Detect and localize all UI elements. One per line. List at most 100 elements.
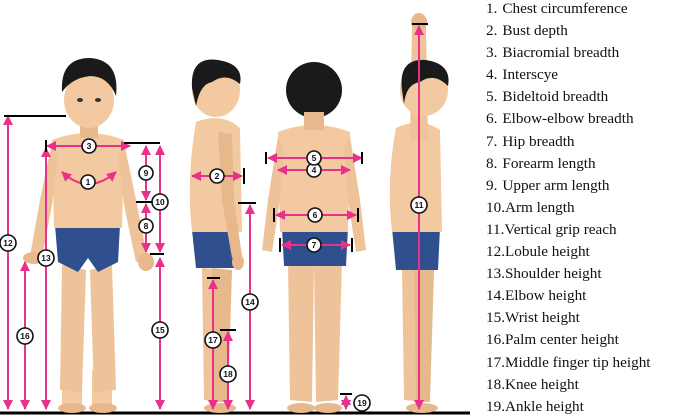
legend-label: Shoulder height	[504, 265, 602, 283]
svg-text:3: 3	[87, 141, 92, 151]
svg-text:12: 12	[3, 238, 13, 248]
marker-17: 17	[204, 331, 222, 349]
legend-number: 7.	[486, 132, 498, 150]
svg-text:9: 9	[144, 168, 149, 178]
legend-label: Bideltoid breadth	[502, 88, 609, 106]
legend-label: Wrist height	[504, 309, 580, 327]
svg-text:19: 19	[357, 398, 367, 408]
legend-label: Forearm length	[502, 154, 596, 172]
marker-7: 7	[306, 237, 322, 253]
marker-16: 16	[16, 327, 34, 345]
svg-text:14: 14	[245, 297, 255, 307]
marker-8: 8	[138, 218, 154, 234]
marker-12: 12	[0, 234, 17, 252]
marker-10: 10	[151, 193, 169, 211]
legend-item: 18.Knee height	[486, 374, 651, 396]
legend-number: 12.	[486, 243, 505, 261]
legend-number: 15.	[486, 309, 505, 327]
legend-label: Biacromial breadth	[502, 44, 620, 62]
marker-14: 14	[241, 293, 259, 311]
svg-text:17: 17	[208, 335, 218, 345]
legend-item: 10.Arm length	[486, 197, 651, 219]
legend-label: Bust depth	[502, 22, 568, 40]
marker-15: 15	[151, 321, 169, 339]
legend-item: 15.Wrist height	[486, 307, 651, 329]
child-back-figure	[262, 62, 366, 413]
legend-item: 7.Hip breadth	[486, 131, 651, 153]
legend-item: 12.Lobule height	[486, 241, 651, 263]
legend-item: 17.Middle finger tip height	[486, 352, 651, 374]
legend-label: Ankle height	[504, 397, 584, 415]
marker-13: 13	[37, 249, 55, 267]
legend-item: 14.Elbow height	[486, 285, 651, 307]
marker-19: 19	[353, 394, 371, 412]
legend-item: 4.Interscye	[486, 64, 651, 86]
legend-label: Upper arm length	[502, 176, 610, 194]
svg-text:7: 7	[312, 240, 317, 250]
legend-item: 6.Elbow-elbow breadth	[486, 108, 651, 130]
legend-number: 1.	[486, 0, 498, 17]
svg-text:11: 11	[415, 200, 424, 210]
legend-item: 11.Vertical grip reach	[486, 219, 651, 241]
legend-number: 2.	[486, 22, 498, 40]
legend-number: 18.	[486, 375, 505, 393]
legend-number: 17.	[486, 353, 505, 371]
marker-4: 4	[306, 162, 322, 178]
marker-2: 2	[209, 168, 225, 184]
svg-text:18: 18	[223, 369, 233, 379]
marker-5: 5	[306, 150, 322, 166]
legend-number: 13.	[486, 265, 505, 283]
legend-label: Lobule height	[504, 243, 590, 261]
svg-text:4: 4	[312, 165, 317, 175]
marker-11: 11	[410, 196, 428, 214]
marker-9: 9	[138, 165, 154, 181]
legend-number: 9.	[486, 176, 498, 194]
legend-number: 10.	[486, 198, 505, 216]
legend-label: Vertical grip reach	[504, 220, 617, 238]
child-front-figure	[23, 58, 154, 413]
marker-18: 18	[219, 365, 237, 383]
anthropometry-figure: 1 2 3 4 5 6 7 8 9 10 11 12 13 14 15 16 1…	[0, 13, 470, 415]
marker-6: 6	[307, 207, 323, 223]
legend-item: 2.Bust depth	[486, 20, 651, 42]
legend-item: 3.Biacromial breadth	[486, 42, 651, 64]
legend-number: 6.	[486, 110, 498, 128]
svg-text:8: 8	[144, 221, 149, 231]
svg-text:2: 2	[215, 171, 220, 181]
marker-1: 1	[80, 174, 96, 190]
legend-label: Palm center height	[504, 331, 619, 349]
legend-number: 11.	[486, 220, 505, 238]
legend-number: 14.	[486, 287, 505, 305]
svg-text:13: 13	[41, 253, 51, 263]
legend-number: 16.	[486, 331, 505, 349]
legend-label: Middle finger tip height	[504, 353, 651, 371]
legend-label: Arm length	[504, 198, 575, 216]
legend-item: 13.Shoulder height	[486, 263, 651, 285]
legend-number: 3.	[486, 44, 498, 62]
legend-number: 5.	[486, 88, 498, 106]
legend-item: 5.Bideltoid breadth	[486, 86, 651, 108]
svg-text:16: 16	[20, 331, 30, 341]
legend-item: 8.Forearm length	[486, 153, 651, 175]
legend-label: Chest circumference	[502, 0, 628, 17]
svg-text:5: 5	[312, 153, 317, 163]
legend-number: 19.	[486, 397, 505, 415]
legend-label: Knee height	[504, 375, 579, 393]
legend-label: Hip breadth	[502, 132, 575, 150]
legend-number: 4.	[486, 66, 498, 84]
legend-label: Elbow-elbow breadth	[502, 110, 634, 128]
svg-text:10: 10	[155, 197, 165, 207]
legend-item: 16.Palm center height	[486, 329, 651, 351]
svg-text:6: 6	[313, 210, 318, 220]
measurement-legend: 1.Chest circumference 2.Bust depth 3.Bia…	[486, 0, 651, 418]
child-side-figure	[189, 59, 244, 413]
legend-label: Interscye	[502, 66, 559, 84]
svg-text:1: 1	[86, 177, 91, 187]
marker-3: 3	[81, 138, 97, 154]
svg-text:15: 15	[155, 325, 165, 335]
legend-item: 19.Ankle height	[486, 396, 651, 418]
legend-label: Elbow height	[504, 287, 587, 305]
legend-item: 9.Upper arm length	[486, 175, 651, 197]
legend-item: 1.Chest circumference	[486, 0, 651, 20]
legend-number: 8.	[486, 154, 498, 172]
